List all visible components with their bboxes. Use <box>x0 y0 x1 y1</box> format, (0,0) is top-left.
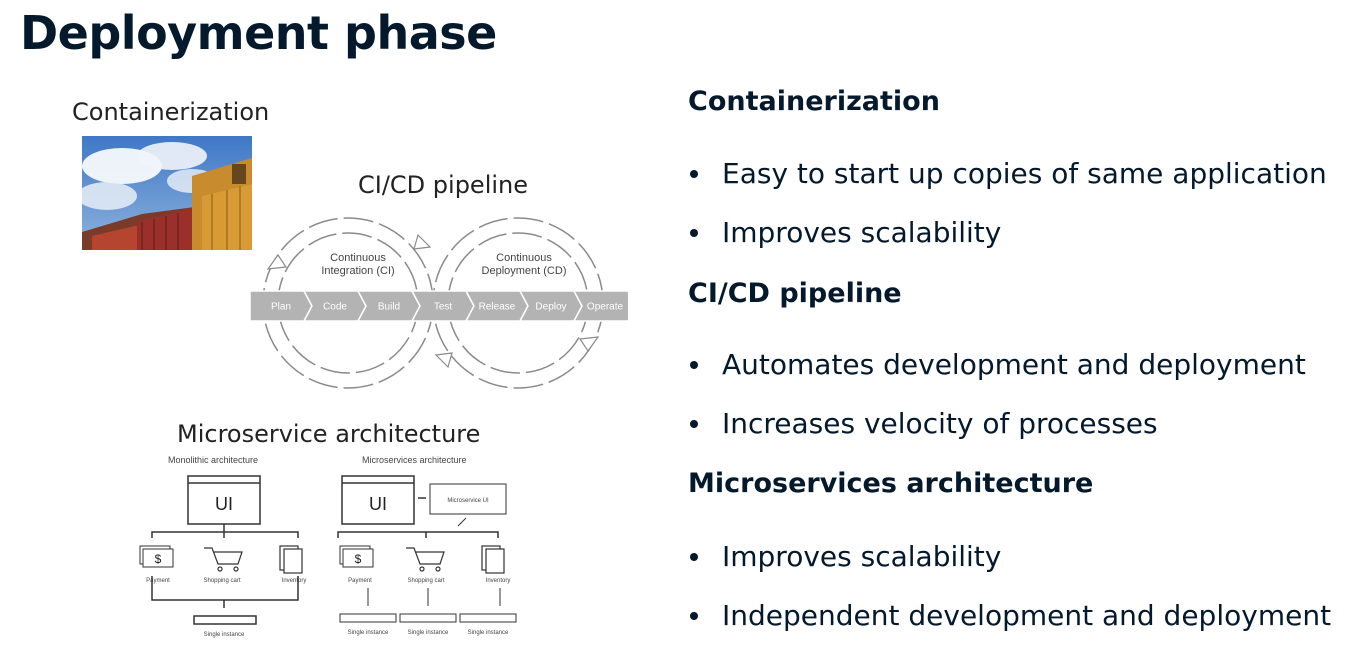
cicd-bullet-1: Automates development and deployment <box>690 348 1306 381</box>
monolithic-single-instance <box>193 615 257 625</box>
cicd-pipeline-heading: CI/CD pipeline <box>688 278 902 309</box>
microservices-instance-2-label: Single instance <box>408 630 449 636</box>
monolithic-shopping-cart-icon <box>204 547 243 572</box>
containerization-bullet-1: Easy to start up copies of same applicat… <box>690 157 1327 190</box>
bullet-dot <box>690 169 698 178</box>
microservices-instance-1 <box>339 613 397 623</box>
microservices-instance-3 <box>459 613 517 623</box>
stage-label: Test <box>434 302 453 313</box>
monolithic-inventory-icon <box>279 545 303 574</box>
microservices-title: Microservices architecture <box>362 455 467 465</box>
microservices-inventory-label: Inventory <box>486 578 511 584</box>
monolithic-ui-label: UI <box>215 494 233 514</box>
bullet-dot <box>690 552 698 561</box>
shipping-containers-photo <box>82 136 252 250</box>
microservices-payment-icon <box>339 545 374 568</box>
monolithic-payment-label: Payment <box>146 578 170 584</box>
stage-label: Code <box>323 302 347 313</box>
ci-title-line2: Integration (CI) <box>321 265 394 277</box>
monolithic-single-instance-label: Single instance <box>204 632 245 638</box>
monolithic-inventory-label: Inventory <box>282 578 307 584</box>
stage-chevron <box>572 290 628 322</box>
microservices-instance-3-label: Single instance <box>468 630 509 636</box>
bullet-text: Automates development and deployment <box>722 348 1306 381</box>
microservices-inventory-icon <box>481 545 505 574</box>
containerization-bullet-2: Improves scalability <box>690 216 1001 249</box>
monolithic-dollar-sign: $ <box>155 552 162 566</box>
cicd-bullet-2: Increases velocity of processes <box>690 407 1158 440</box>
bullet-dot <box>690 611 698 620</box>
monolithic-title: Monolithic architecture <box>168 455 258 465</box>
microservices-shopping-cart-label: Shopping cart <box>407 578 444 584</box>
containerization-label: Containerization <box>72 98 270 126</box>
microservices-bullet-1: Improves scalability <box>690 540 1001 573</box>
bullet-dot <box>690 228 698 237</box>
cicd-pipeline-label: CI/CD pipeline <box>358 171 529 199</box>
microservices-instance-1-label: Single instance <box>348 630 389 636</box>
bullet-text: Improves scalability <box>722 216 1002 249</box>
microservice-architecture-label: Microservice architecture <box>177 420 481 448</box>
microservices-instance-2 <box>399 613 457 623</box>
microservices-ui-window <box>341 475 415 525</box>
monolithic-payment-icon <box>139 545 174 568</box>
stage-label: Release <box>479 302 516 313</box>
cd-title-line2: Deployment (CD) <box>482 265 567 277</box>
cicd-pipeline-diagram: Continuous Integration (CI) Continuous D… <box>249 217 628 389</box>
bullet-text: Independent development and deployment <box>722 599 1332 632</box>
microservice-architecture-diagram: Monolithic architecture Microservices ar… <box>139 455 517 638</box>
containerization-heading: Containerization <box>688 86 940 117</box>
stage-label: Deploy <box>535 302 566 313</box>
monolithic-shopping-cart-label: Shopping cart <box>203 578 240 584</box>
bullet-text: Easy to start up copies of same applicat… <box>722 157 1327 190</box>
microservices-payment-label: Payment <box>348 578 372 584</box>
ci-title-line1: Continuous <box>330 252 386 264</box>
microservice-ui-box <box>429 483 507 515</box>
microservices-dollar-sign: $ <box>355 552 362 566</box>
stage-label: Build <box>378 302 400 313</box>
microservices-bullet-2: Independent development and deployment <box>690 599 1331 632</box>
slide-title: Deployment phase <box>20 6 497 60</box>
stage-label: Plan <box>271 302 291 313</box>
microservices-shopping-cart-icon <box>406 547 445 572</box>
microservices-ui-label: UI <box>369 494 387 514</box>
cd-title-line1: Continuous <box>496 252 552 264</box>
bullet-text: Improves scalability <box>722 540 1002 573</box>
microservice-ui-box-label: Microservice UI <box>447 498 489 504</box>
bullet-dot <box>690 419 698 428</box>
microservices-architecture-heading: Microservices architecture <box>688 468 1094 499</box>
bullet-dot <box>690 360 698 369</box>
bullet-text: Increases velocity of processes <box>722 407 1158 440</box>
stage-label: Operate <box>587 302 624 313</box>
